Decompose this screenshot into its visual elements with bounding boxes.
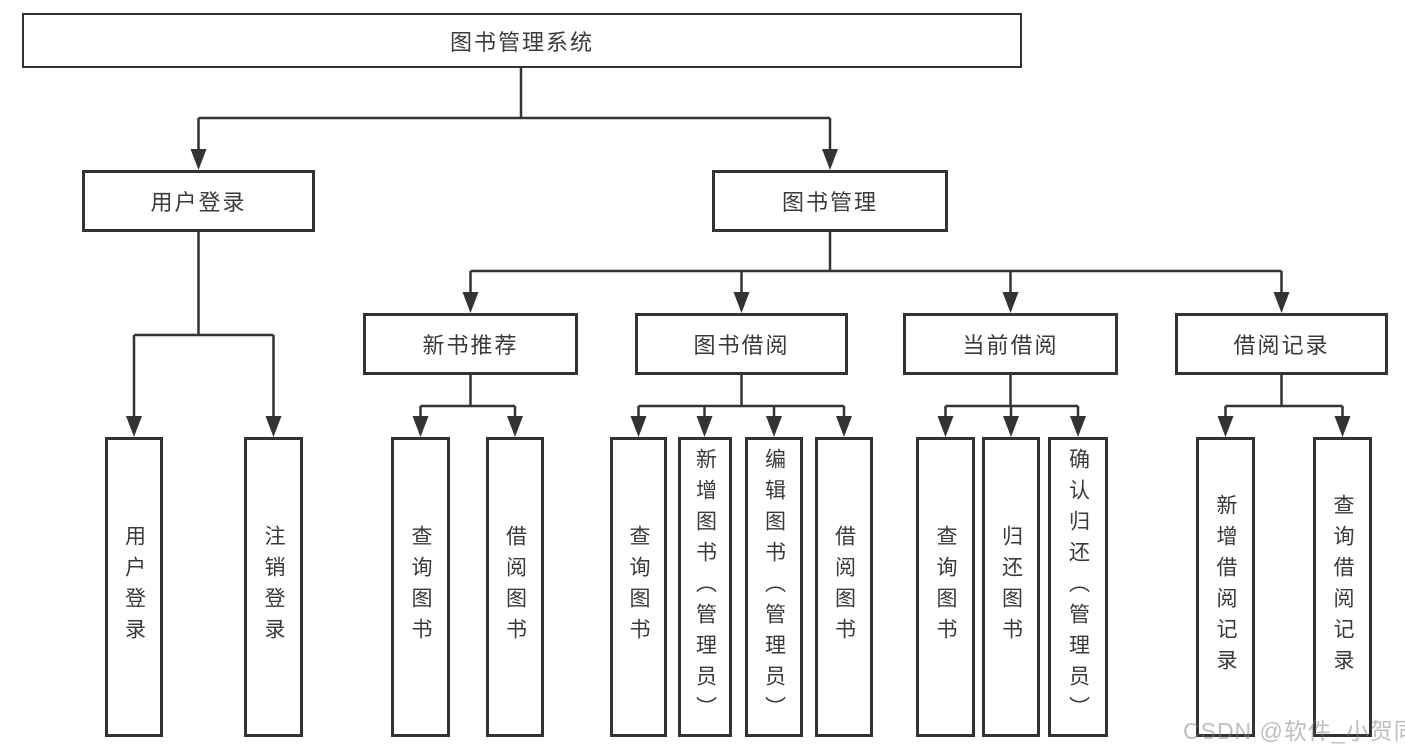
node-label: 编辑图书（管理员） [762, 447, 786, 727]
node-label: 确认归还（管理员） [1066, 447, 1090, 727]
leaf-return-books: 归还图书 [982, 437, 1040, 737]
node-borrowing-records: 借阅记录 [1175, 313, 1388, 375]
leaf-add-book-admin: 新增图书（管理员） [678, 437, 732, 737]
leaf-query-books-3: 查询图书 [916, 437, 975, 737]
node-label: 图书借阅 [693, 333, 790, 358]
arrowhead [507, 416, 523, 437]
arrowhead [1334, 416, 1351, 437]
leaf-logout: 注销登录 [244, 437, 303, 737]
node-library-system: 图书管理系统 [22, 13, 1022, 68]
connector-current-borrow-to-leaves [944, 375, 1080, 423]
node-label: 用户登录 [122, 525, 146, 649]
arrowhead [836, 416, 852, 437]
node-label: 当前借阅 [962, 333, 1059, 358]
leaf-query-books-2: 查询图书 [610, 437, 667, 737]
node-user-login: 用户登录 [82, 170, 315, 232]
connector-new-book-to-leaves [419, 375, 517, 423]
arrowhead [190, 149, 207, 170]
leaf-query-books-1: 查询图书 [391, 437, 450, 737]
arrowhead [766, 416, 782, 437]
arrowhead [1273, 292, 1290, 313]
leaf-confirm-return-admin: 确认归还（管理员） [1048, 437, 1108, 737]
leaf-add-borrow-record: 新增借阅记录 [1196, 437, 1255, 737]
connector-root-to-level2 [197, 68, 832, 156]
node-label: 图书管理 [781, 190, 878, 215]
csdn-watermark: CSDN @软件_小贺同学 [1183, 718, 1405, 744]
arrowhead [696, 416, 713, 437]
node-current-borrowing: 当前借阅 [903, 313, 1118, 375]
node-label: 借阅图书 [832, 525, 856, 649]
node-label: 注销登录 [262, 525, 285, 649]
node-label: 图书管理系统 [449, 29, 594, 55]
leaf-query-borrow-record: 查询借阅记录 [1313, 437, 1372, 737]
node-label: 查询借阅记录 [1331, 494, 1354, 680]
arrowhead [126, 416, 142, 437]
arrowhead [1070, 416, 1086, 437]
leaf-edit-book-admin: 编辑图书（管理员） [745, 437, 803, 737]
connector-book-borrow-to-leaves [637, 375, 846, 423]
node-label: 新书推荐 [422, 333, 519, 358]
node-book-management: 图书管理 [712, 170, 948, 232]
arrowhead [937, 416, 954, 437]
node-label: 查询图书 [409, 525, 432, 649]
leaf-borrow-books-2: 借阅图书 [815, 437, 873, 737]
node-label: 借阅图书 [503, 525, 527, 649]
arrowhead [733, 292, 750, 313]
connector-user-login-to-leaves [132, 232, 275, 423]
node-label: 归还图书 [999, 525, 1023, 649]
node-label: 新增借阅记录 [1214, 494, 1237, 680]
arrowhead [462, 292, 479, 313]
node-label: 用户登录 [150, 190, 247, 215]
node-label: 查询图书 [934, 525, 957, 649]
connector-book-mgmt-to-level3 [469, 232, 1283, 299]
arrowhead [412, 416, 429, 437]
node-book-borrowing: 图书借阅 [635, 313, 848, 375]
connector-borrow-records-to-leaves [1224, 375, 1344, 423]
node-new-book-recommend: 新书推荐 [363, 313, 578, 375]
leaf-user-login: 用户登录 [105, 437, 163, 737]
node-label: 借阅记录 [1233, 333, 1330, 358]
leaf-borrow-books-1: 借阅图书 [486, 437, 544, 737]
arrowhead [630, 416, 647, 437]
arrowhead [1217, 416, 1234, 437]
arrowhead [1002, 292, 1019, 313]
arrowhead [265, 416, 282, 437]
arrowhead [822, 149, 838, 170]
arrowhead [1003, 416, 1019, 437]
node-label: 新增图书（管理员） [693, 447, 717, 727]
node-label: 查询图书 [627, 525, 650, 649]
